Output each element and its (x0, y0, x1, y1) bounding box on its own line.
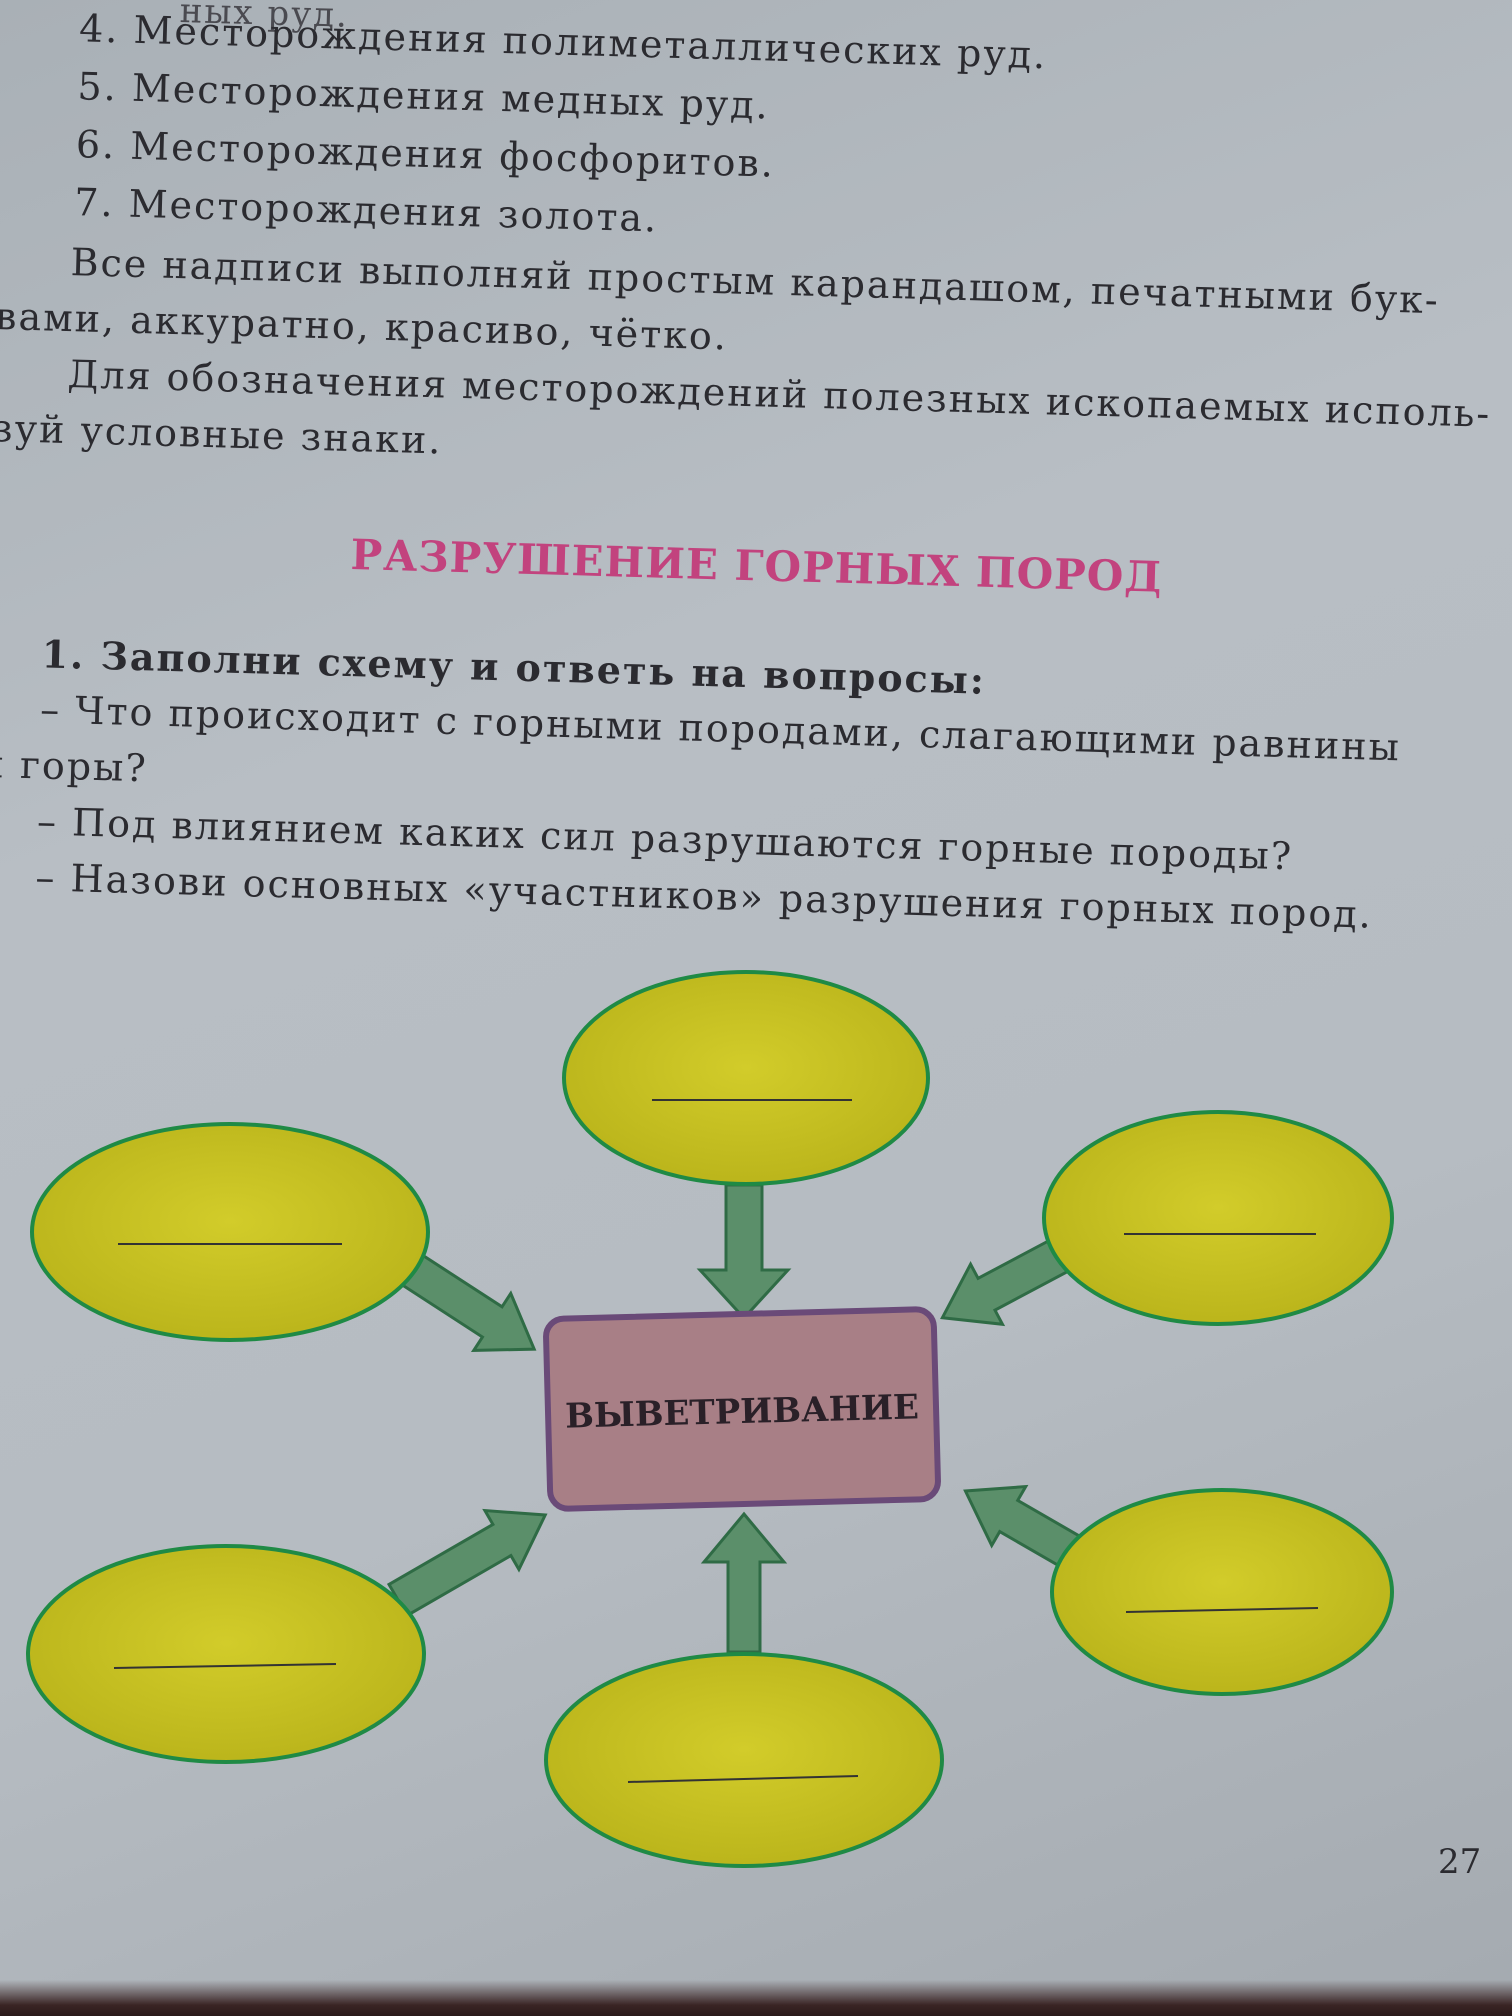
center-label: ВЫВЕТРИВАНИЕ (565, 1387, 920, 1436)
arrow-upper-left (388, 1244, 537, 1352)
answer-ellipse-bottom[interactable] (544, 1652, 944, 1868)
answer-ellipse-top[interactable] (562, 970, 930, 1186)
list-text: Месторождения фосфоритов. (129, 123, 776, 186)
question-line: – Что происходит с горными породами, сла… (39, 687, 1402, 770)
page-number: 27 (1438, 1842, 1482, 1882)
center-box: ВЫВЕТРИВАНИЕ (543, 1306, 941, 1512)
list-number: 5. (77, 64, 119, 110)
weathering-diagram: ВЫВЕТРИВАНИЕ (26, 970, 1394, 1868)
instruction-line: зуй условные знаки. (0, 405, 444, 463)
list-number: 6. (75, 122, 117, 168)
page-text: ных руд. 4. Месторождения полиметалличес… (0, 0, 1511, 1002)
arrow-upper-right (940, 1234, 1077, 1327)
arrow-top (696, 1183, 792, 1321)
answer-ellipse-lower-right[interactable] (1050, 1488, 1394, 1696)
list-number: 4. (78, 6, 121, 52)
arrow-lower-right (963, 1484, 1090, 1574)
arrow-lower-left (386, 1508, 548, 1618)
instruction-line: вами, аккуратно, красиво, чётко. (0, 293, 729, 359)
list-item: 6. Месторождения фосфоритов. (75, 122, 775, 186)
answer-ellipse-upper-right[interactable] (1042, 1110, 1394, 1326)
page-edge-shadow (0, 1980, 1512, 2016)
answer-ellipse-lower-left[interactable] (26, 1544, 426, 1764)
list-text: Месторождения полиметаллических руд. (132, 7, 1048, 78)
list-text: Месторождения медных руд. (131, 65, 771, 128)
list-text: Месторождения золота. (128, 181, 659, 241)
list-item: 5. Месторождения медных руд. (77, 64, 770, 127)
list-item: 7. Месторождения золота. (74, 180, 659, 240)
section-title: РАЗРУШЕНИЕ ГОРНЫХ ПОРОД (349, 530, 1164, 602)
answer-ellipse-upper-left[interactable] (30, 1122, 430, 1342)
question-line: и горы? (0, 741, 149, 791)
list-number: 7. (73, 180, 116, 226)
list-item: 4. Месторождения полиметаллических руд. (79, 6, 1048, 77)
arrow-bottom (700, 1511, 788, 1654)
